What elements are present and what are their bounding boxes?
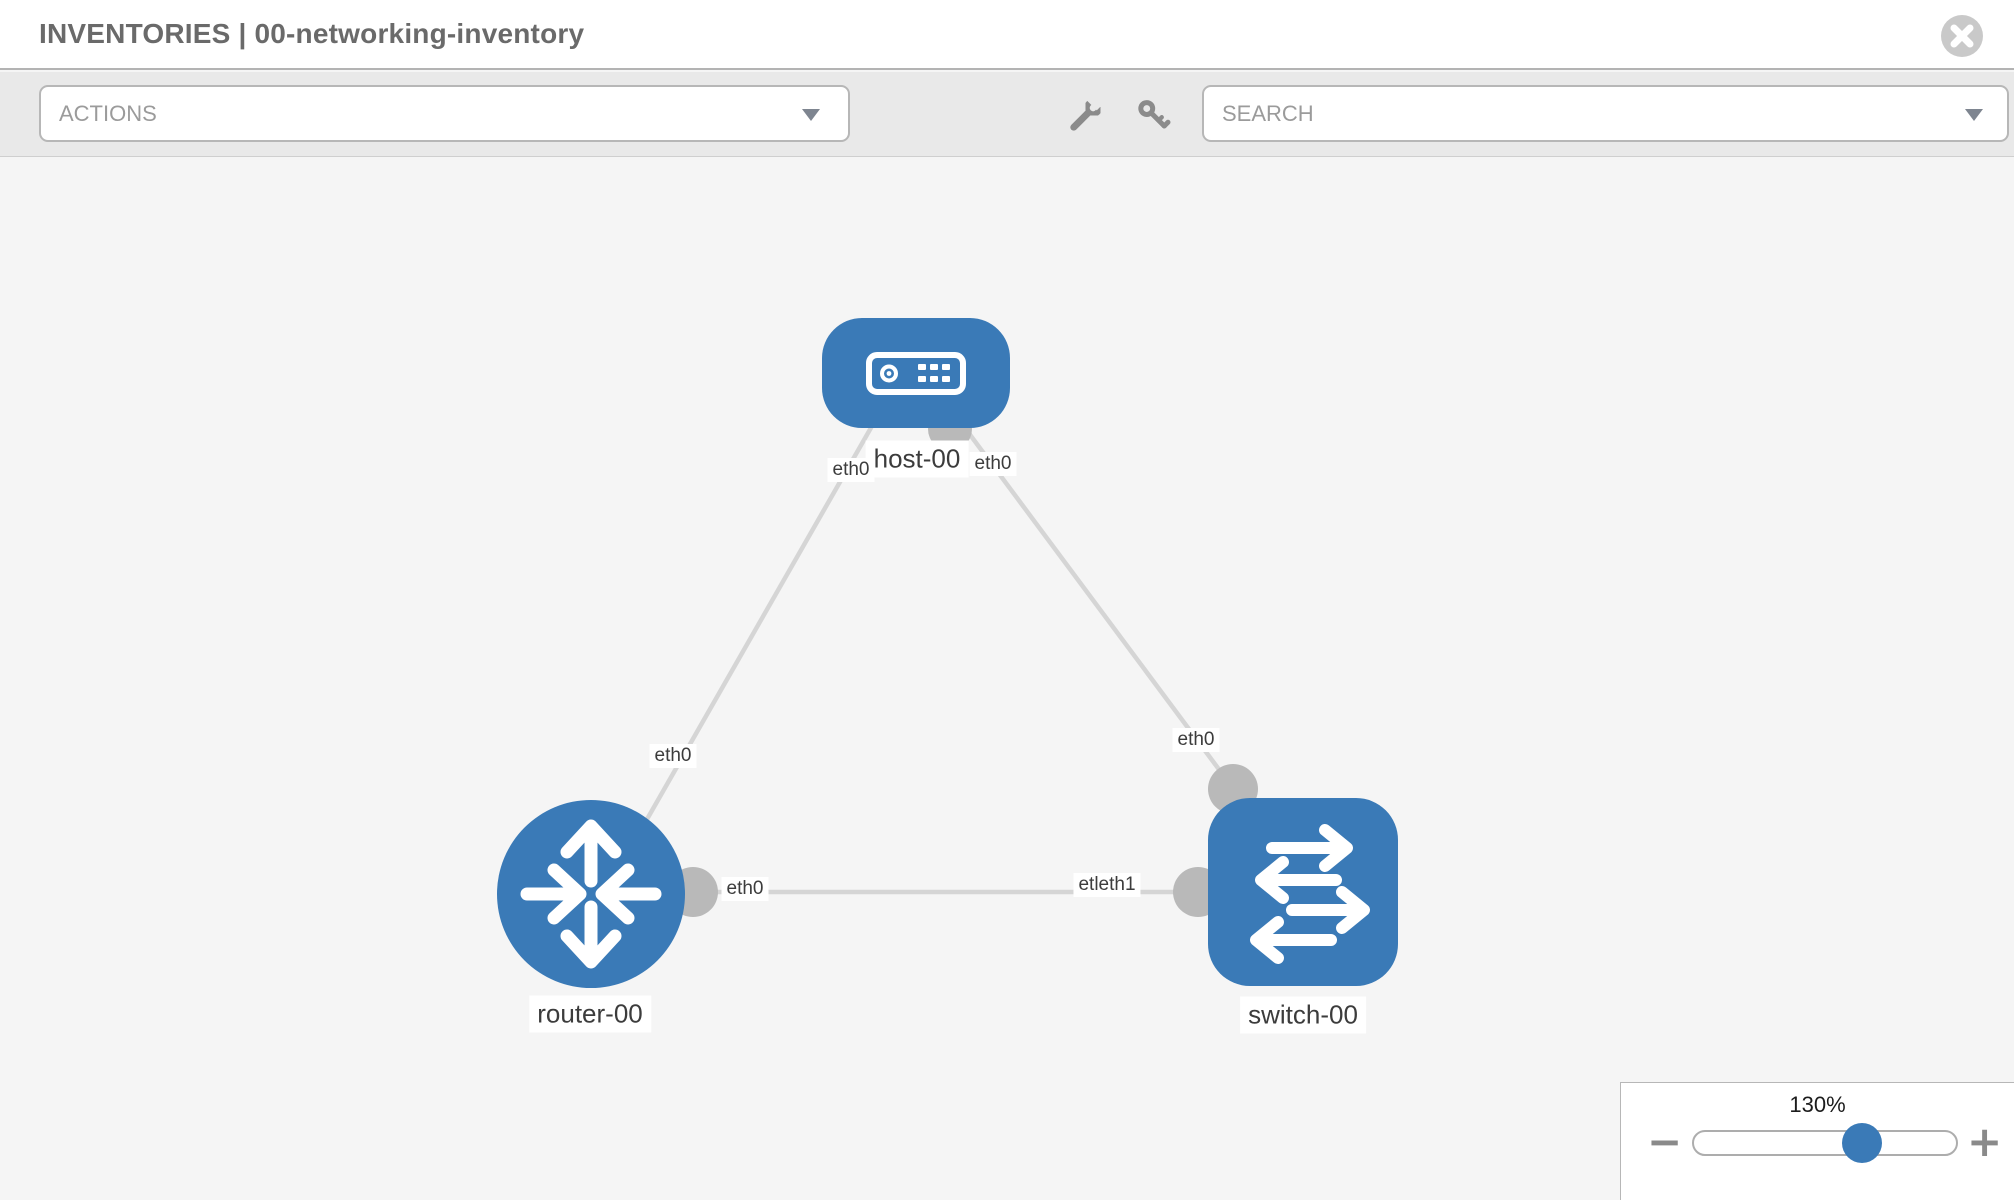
interface-label: eth0 (827, 458, 875, 482)
page-title: INVENTORIES | 00-networking-inventory (39, 18, 585, 49)
credentials-button[interactable] (1129, 92, 1177, 140)
node-label-router: router-00 (529, 995, 651, 1033)
switch-icon (1250, 824, 1370, 964)
zoom-in-button[interactable]: + (1967, 1117, 2003, 1166)
search-dropdown[interactable]: SEARCH (1202, 85, 2009, 142)
router-icon (520, 819, 662, 969)
close-button[interactable] (1941, 15, 1983, 57)
close-icon (1950, 24, 1974, 48)
zoom-panel: 130% − + (1620, 1082, 2014, 1200)
node-router[interactable] (497, 800, 685, 988)
wrench-icon (1070, 98, 1103, 131)
zoom-slider[interactable] (1692, 1123, 1958, 1163)
configure-button[interactable] (1061, 92, 1109, 140)
header: INVENTORIES | 00-networking-inventory (0, 0, 2014, 70)
zoom-slider-thumb[interactable] (1841, 1123, 1882, 1163)
interface-label: eth0 (721, 877, 769, 901)
chevron-down-icon (1965, 109, 1983, 121)
toolbar: ACTIONS (0, 72, 2014, 157)
node-label-switch: switch-00 (1240, 996, 1366, 1034)
zoom-level: 130% (1789, 1092, 1846, 1117)
zoom-out-button[interactable]: − (1647, 1117, 1683, 1166)
node-switch[interactable] (1208, 798, 1398, 986)
key-icon (1138, 100, 1171, 129)
topology-canvas[interactable]: host-00 router-00 switch-00 eth0 eth0 et… (0, 158, 2014, 1200)
search-dropdown-label: SEARCH (1222, 101, 1314, 126)
node-label-host: host-00 (865, 440, 969, 478)
interface-label: eth0 (649, 744, 697, 768)
actions-dropdown[interactable]: ACTIONS (39, 85, 850, 142)
chevron-down-icon (802, 109, 820, 121)
interface-label: etleth1 (1073, 873, 1141, 897)
topology-svg (497, 318, 1398, 988)
interface-label: eth0 (1172, 728, 1220, 752)
interface-label: eth0 (969, 452, 1017, 476)
node-host[interactable] (822, 318, 1010, 428)
actions-dropdown-label: ACTIONS (59, 101, 157, 126)
host-icon (866, 352, 966, 395)
